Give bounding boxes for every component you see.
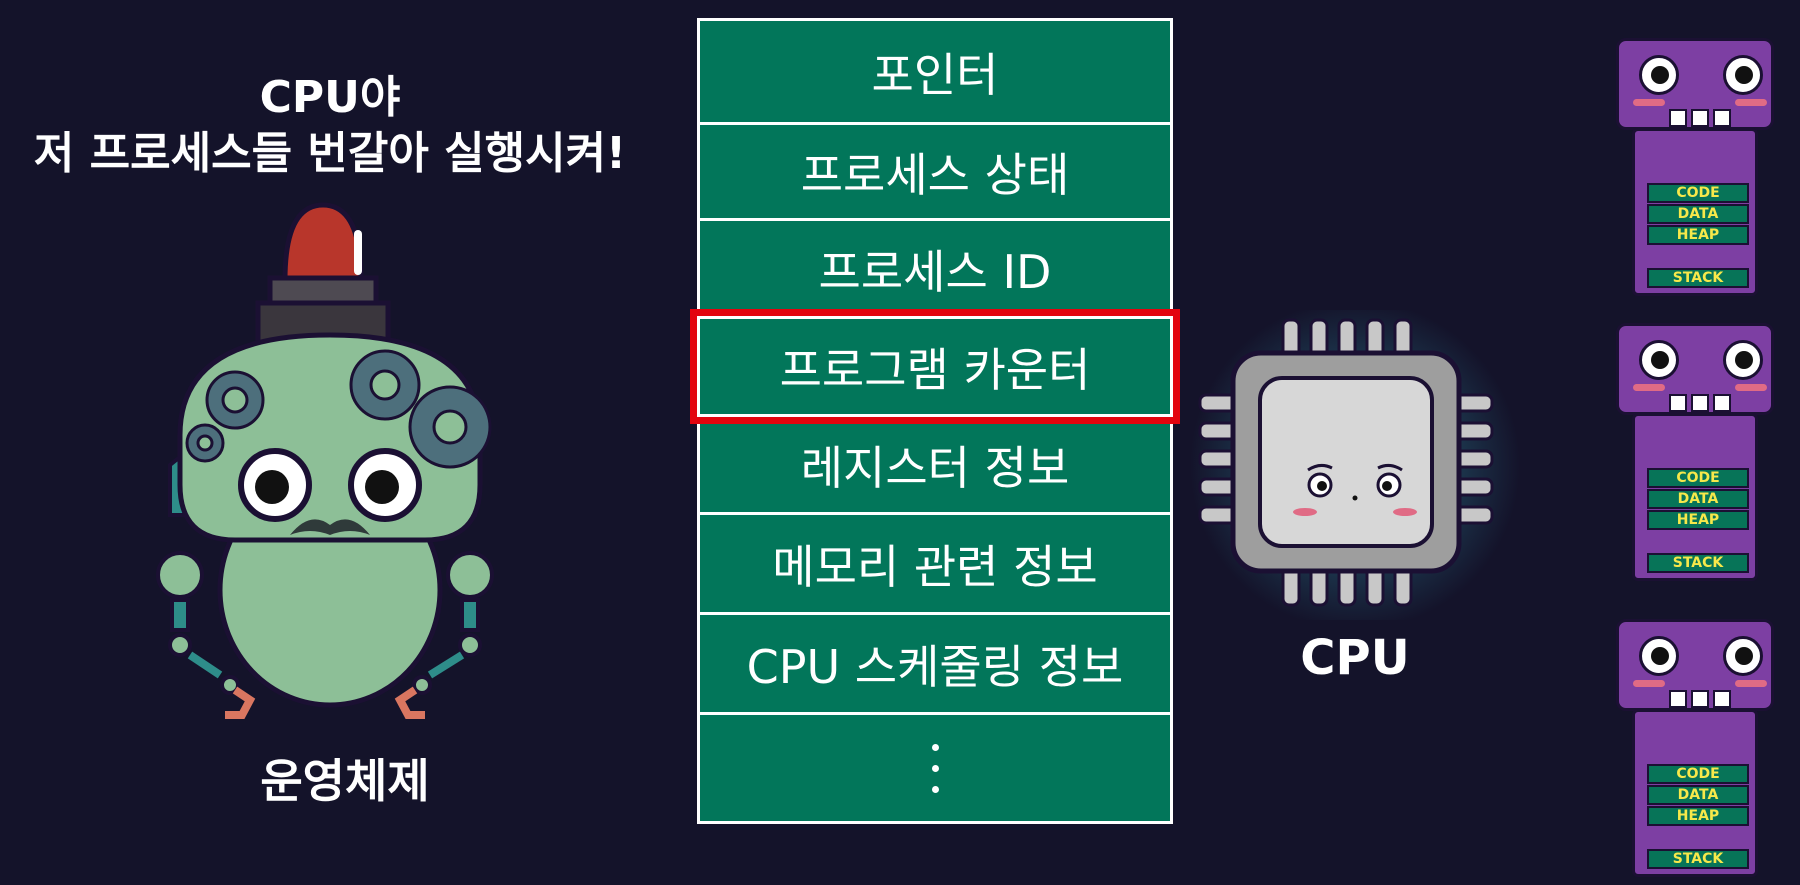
speech-line-1: CPU야 [259,72,401,123]
pcb-row-ellipsis [700,715,1170,821]
eye-icon [1723,636,1763,676]
segment-heap: HEAP [1647,225,1749,245]
eye-icon [1639,340,1679,380]
segment-code: CODE [1647,764,1749,784]
robot-eyes [238,448,422,522]
process-1: CODE DATA HEAP STACK [1612,38,1780,301]
segment-code: CODE [1647,183,1749,203]
segment-heap: HEAP [1647,806,1749,826]
mustache-icon [290,519,370,535]
segment-stack: STACK [1647,849,1749,869]
pcb-row-program-counter: 프로그램 카운터 [700,319,1170,417]
siren-light-icon [255,202,391,346]
eye-icon [1639,55,1679,95]
os-robot-illustration [156,202,494,719]
segment-code: CODE [1647,468,1749,488]
process-head [1616,619,1774,711]
process-memory: CODE DATA HEAP STACK [1632,709,1758,877]
pcb-row-register-info: 레지스터 정보 [700,417,1170,515]
pcb-row-pointer: 포인터 [700,21,1170,125]
speech-line-2: 저 프로세스들 번갈아 실행시켜! [33,128,627,179]
process-memory: CODE DATA HEAP STACK [1632,128,1758,296]
process-3: CODE DATA HEAP STACK [1612,619,1780,882]
pcb-row-process-state: 프로세스 상태 [700,125,1170,221]
process-2: CODE DATA HEAP STACK [1612,323,1780,586]
segment-data: DATA [1647,489,1749,509]
pcb-row-process-id: 프로세스 ID [700,221,1170,319]
cpu-label: CPU [1300,630,1410,686]
eye-icon [1639,636,1679,676]
pcb-row-memory-info: 메모리 관련 정보 [700,515,1170,615]
segment-stack: STACK [1647,268,1749,288]
process-head [1616,38,1774,130]
segment-data: DATA [1647,785,1749,805]
program-counter-highlight [690,309,1180,424]
eye-icon [1723,55,1763,95]
segment-heap: HEAP [1647,510,1749,530]
segment-data: DATA [1647,204,1749,224]
process-memory: CODE DATA HEAP STACK [1632,413,1758,581]
pcb-row-cpu-scheduling-info: CPU 스케줄링 정보 [700,615,1170,715]
cpu-chip-illustration [1190,310,1520,620]
process-head [1616,323,1774,415]
cpu-face [1293,463,1417,516]
os-label: 운영체제 [260,754,430,808]
gear-icon [185,349,492,469]
vertical-ellipsis-icon [931,743,939,793]
segment-stack: STACK [1647,553,1749,573]
speech-bubble: CPU야 저 프로세스들 번갈아 실행시켜! [0,70,660,182]
eye-icon [1723,340,1763,380]
